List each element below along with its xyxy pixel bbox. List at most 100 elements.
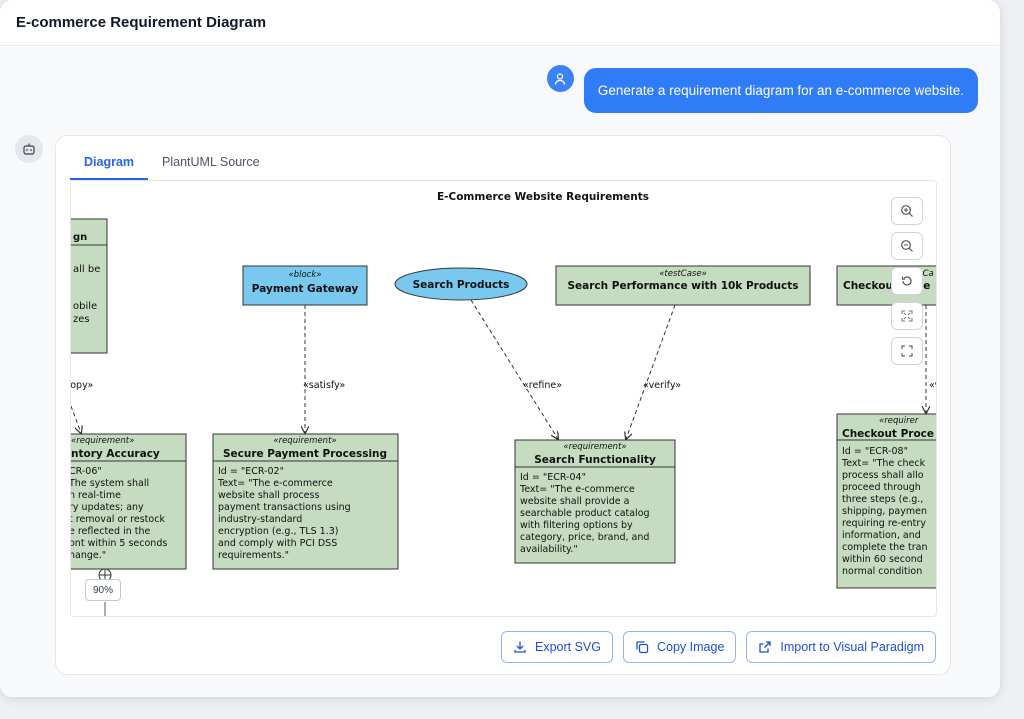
tab-plantuml-source[interactable]: PlantUML Source [162,155,260,169]
export-svg-button[interactable]: Export SVG [501,631,613,663]
node-search-func-line: category, price, brand, and [520,532,649,543]
node-checkout-proc-label: Checkout Proce [842,428,934,440]
node-secure-payment-line: industry-standard [218,514,302,525]
node-secure-payment-label: Secure Payment Processing [223,448,387,460]
node-search-func-line: website shall provide a [520,496,629,507]
edge-satisfy: «satisfy» [303,305,346,433]
node-checkout-proc-line: requiring re-entry [842,518,926,529]
edge-verify: «verify» [626,304,681,439]
node-inventory-line: hange." [71,550,106,561]
node-checkout-proc-line: process shall allo [842,470,924,481]
export-svg-label: Export SVG [535,640,601,654]
fit-icon [901,310,913,322]
node-search-performance[interactable]: «testCase» Search Performance with 10k P… [555,265,811,306]
zoom-level-badge: 90% [85,579,121,601]
node-secure-payment[interactable]: «requirement» Secure Payment Processing … [212,433,399,570]
tab-bar: Diagram PlantUML Source [70,148,274,180]
node-checkout-proc-line: normal condition [842,566,922,577]
node-checkout-proc-line: within 60 second [842,554,923,565]
node-secure-payment-line: Id = "ECR-02" [218,466,284,477]
diagram-card: Diagram PlantUML Source E-Commerce Websi… [55,135,951,675]
node-secure-payment-line: encryption (e.g., TLS 1.3) [218,526,339,537]
zoom-in-icon [901,205,913,217]
node-inventory-stereotype: «requirement» [71,436,134,446]
tab-diagram[interactable]: Diagram [70,148,149,180]
node-search-performance-stereotype: «testCase» [659,269,707,279]
node-checkout-proc-line: information, and [842,530,921,541]
node-secure-payment-line: website shall process [218,490,319,501]
node-checkout-proc-line: shipping, paymen [842,506,927,517]
node-secure-payment-line: and comply with PCI DSS [218,538,337,549]
node-search-products-label: Search Products [413,279,510,291]
chat-area: Generate a requirement diagram for an e-… [0,47,1000,697]
node-search-func-line: Text= "The e-commerce [519,484,635,495]
node-inventory-line: n real-time [71,490,121,501]
title-bar: E-commerce Requirement Diagram [0,0,1000,46]
node-checkout-proc-line: Id = "ECR-08" [842,446,908,457]
edge-checkout-verify: «v [926,305,937,413]
user-message-row: Generate a requirement diagram for an e-… [546,65,978,113]
edge-copy: copy» [71,380,94,433]
copy-image-button[interactable]: Copy Image [623,631,737,663]
edge-checkout-label: «v [929,380,937,391]
requirement-diagram: E-Commerce Website Requirements gn all b… [71,191,937,616]
zoom-in-button[interactable] [891,197,923,225]
node-secure-payment-line: Text= "The e-commerce [217,478,333,489]
fit-view-button[interactable] [891,302,923,330]
copy-icon [636,641,649,654]
copy-image-label: Copy Image [657,640,725,654]
node-search-functionality[interactable]: «requirement» Search Functionality Id = … [514,439,676,564]
download-icon [514,641,526,653]
node-design-line: all be [73,264,100,275]
node-search-func-label: Search Functionality [534,454,656,466]
node-design-line: obile [73,301,97,312]
app-window: E-commerce Requirement Diagram Generate … [0,0,1000,697]
node-search-func-line: availability." [520,544,578,555]
node-inventory-accuracy[interactable]: «requirement» ntory Accuracy CR-06" The … [71,433,187,570]
node-search-func-line: searchable product catalog [520,508,650,519]
fullscreen-icon [901,345,913,357]
node-search-performance-label: Search Performance with 10k Products [567,280,798,292]
node-inventory-line: CR-06" [71,466,102,477]
edge-refine-label: «refine» [523,380,562,391]
node-checkout-process[interactable]: «requirer Checkout Proce Id = "ECR-08" T… [836,413,937,589]
zoom-out-icon [901,240,913,252]
user-avatar-icon [546,65,574,92]
node-secure-payment-line: payment transactions using [218,502,351,513]
node-checkout-proc-line: Text= "The check [841,458,926,469]
node-payment-gateway[interactable]: «block» Payment Gateway [242,265,368,306]
node-payment-gateway-stereotype: «block» [288,270,321,280]
node-search-func-line: with filtering options by [520,520,633,531]
zoom-out-button[interactable] [891,232,923,260]
diagram-canvas[interactable]: E-Commerce Website Requirements gn all b… [70,180,937,617]
node-search-func-stereotype: «requirement» [563,442,626,452]
node-checkout-proc-line: complete the tran [842,542,927,553]
node-design-label: gn [73,232,87,243]
node-checkout-proc-line: proceed through [842,482,921,493]
node-checkout-proc-stereotype: «requirer [879,416,919,426]
user-message-bubble: Generate a requirement diagram for an e-… [583,68,978,113]
fullscreen-button[interactable] [891,337,923,365]
node-design[interactable]: gn all be obile zes [71,218,108,354]
node-inventory-line: ont within 5 seconds [71,538,167,549]
node-inventory-label: ntory Accuracy [71,448,160,460]
node-checkout-proc-line: three steps (e.g., [842,494,923,505]
node-inventory-line: The system shall [71,478,149,489]
node-search-func-line: Id = "ECR-04" [520,472,586,483]
import-visual-paradigm-button[interactable]: Import to Visual Paradigm [746,631,936,663]
action-bar: Export SVG Copy Image Import to Visual P… [501,631,936,663]
edge-refine: «refine» [470,299,562,439]
node-inventory-line: e reflected in the [71,526,151,537]
edge-satisfy-label: «satisfy» [303,380,346,391]
node-secure-payment-stereotype: «requirement» [273,436,336,446]
reset-icon [901,276,912,286]
node-search-products[interactable]: Search Products [394,267,528,301]
diagram-title: E-Commerce Website Requirements [437,191,649,203]
window-title: E-commerce Requirement Diagram [16,14,267,31]
node-secure-payment-line: requirements." [218,550,289,561]
import-visual-paradigm-label: Import to Visual Paradigm [780,640,924,654]
node-inventory-line: ry updates; any [71,502,144,513]
node-inventory-line: t removal or restock [71,514,165,525]
reset-view-button[interactable] [891,267,923,295]
edge-copy-label: copy» [71,380,94,391]
